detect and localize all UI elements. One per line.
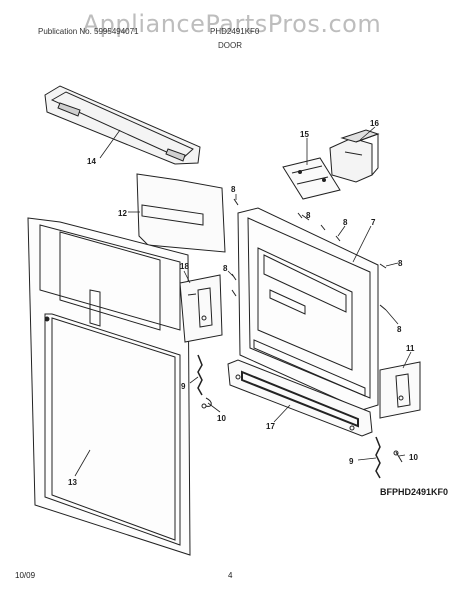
callout-10b: 10	[409, 453, 418, 462]
callout-8b: 8	[306, 211, 311, 220]
callout-8f: 8	[397, 325, 402, 334]
callout-7: 7	[371, 218, 376, 227]
part-bottom-vent	[227, 359, 373, 437]
callout-17: 17	[266, 422, 275, 431]
callout-8d: 8	[398, 259, 403, 268]
part-hinge-right	[379, 361, 421, 419]
leader-lines	[74, 126, 412, 477]
callout-11: 11	[406, 344, 415, 353]
part-outer-door-panel	[27, 217, 191, 556]
callout-10a: 10	[217, 414, 226, 423]
part-screws	[231, 198, 387, 311]
part-inner-door-liner	[237, 207, 379, 411]
callout-8e: 8	[223, 264, 228, 273]
callout-8a: 8	[231, 185, 236, 194]
model-number: PHD2491KF0	[210, 27, 260, 36]
watermark: AppliancePartsPros.com	[82, 10, 382, 38]
callout-13: 13	[68, 478, 77, 487]
part-handle	[44, 85, 201, 165]
callout-16: 16	[370, 119, 379, 128]
page-number: 4	[228, 571, 233, 580]
diagram-code: BFPHD2491KF0	[379, 487, 448, 497]
callout-9b: 9	[349, 457, 354, 466]
section-title: DOOR	[218, 41, 242, 50]
part-insulation-pad	[136, 173, 226, 253]
callout-15: 15	[300, 130, 309, 139]
part-control-module	[329, 129, 380, 183]
callout-18: 18	[180, 262, 189, 271]
callout-12: 12	[118, 209, 127, 218]
part-hinge-left	[179, 274, 223, 343]
part-bracket-15	[282, 157, 341, 200]
callout-labels: 14 16 15 8 12 7 8 8 8 18 8 8 11 9 10 17 …	[68, 119, 418, 487]
callout-8c: 8	[343, 218, 348, 227]
callout-9a: 9	[181, 382, 186, 391]
publication-number: Publication No. 5995494071	[38, 27, 139, 36]
callout-14: 14	[87, 157, 96, 166]
part-springs	[197, 354, 403, 479]
footer-date: 10/09	[15, 571, 36, 580]
